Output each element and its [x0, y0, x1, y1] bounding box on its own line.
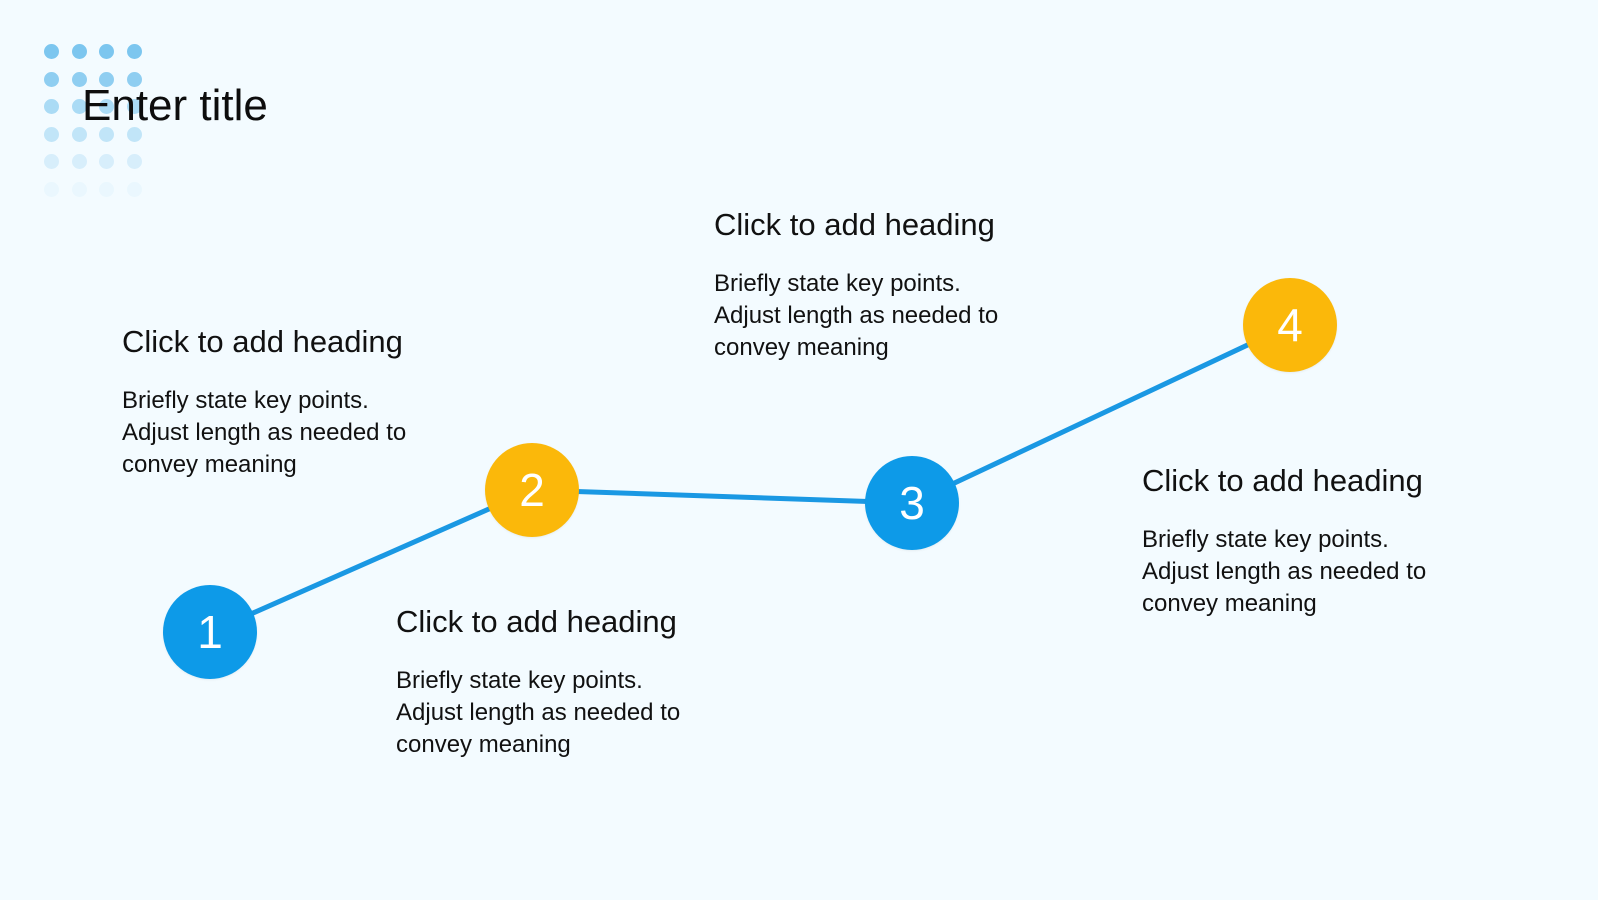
decorative-dot	[126, 44, 142, 59]
step-2-number: 2	[519, 464, 545, 516]
decorative-dot	[99, 44, 114, 59]
decorative-dot	[126, 71, 142, 87]
step-2-body[interactable]: Briefly state key points. Adjust length …	[396, 667, 681, 758]
step-1-text-block: Click to add heading Briefly state key p…	[122, 323, 482, 481]
step-1-circle: 1	[163, 585, 257, 679]
decorative-dot	[99, 181, 114, 197]
decorative-dot	[44, 44, 59, 59]
step-2-heading[interactable]: Click to add heading	[396, 604, 677, 639]
step-3-heading[interactable]: Click to add heading	[714, 207, 995, 242]
decorative-dot	[126, 154, 142, 169]
decorative-dot	[71, 181, 87, 197]
decorative-dot	[44, 154, 59, 169]
step-4-number: 4	[1277, 299, 1303, 351]
step-1-body[interactable]: Briefly state key points. Adjust length …	[122, 387, 407, 478]
decorative-dot	[71, 71, 87, 87]
decorative-dot	[44, 71, 59, 87]
decorative-dot	[71, 126, 87, 142]
decorative-dot	[71, 99, 87, 114]
decorative-dot	[44, 126, 59, 142]
decorative-dot	[126, 99, 142, 114]
step-3-body[interactable]: Briefly state key points. Adjust length …	[714, 270, 999, 361]
decorative-dot	[99, 154, 114, 169]
step-3-circle: 3	[865, 456, 959, 550]
step-3-text-block: Click to add heading Briefly state key p…	[714, 206, 1074, 364]
decorative-dot	[44, 181, 59, 197]
decorative-dot	[99, 99, 114, 114]
step-4-text-block: Click to add heading Briefly state key p…	[1142, 462, 1502, 620]
step-4-heading[interactable]: Click to add heading	[1142, 463, 1423, 498]
decorative-dot	[71, 44, 87, 59]
decorative-dot	[126, 126, 142, 142]
step-2-text-block: Click to add heading Briefly state key p…	[396, 603, 756, 761]
decorative-dot-pattern	[44, 44, 154, 197]
decorative-dot	[71, 154, 87, 169]
decorative-dot	[99, 126, 114, 142]
step-4-circle: 4	[1243, 278, 1337, 372]
step-3-number: 3	[899, 477, 925, 529]
step-1-heading[interactable]: Click to add heading	[122, 324, 403, 359]
slide-title[interactable]: Enter title	[82, 81, 268, 130]
decorative-dot	[99, 71, 114, 87]
connector-line-1-2	[207, 487, 535, 635]
decorative-dot	[126, 181, 142, 197]
step-4-body[interactable]: Briefly state key points. Adjust length …	[1142, 526, 1427, 617]
connector-line-3-4	[909, 322, 1293, 506]
connector-line-2-3	[529, 487, 915, 506]
step-2-circle: 2	[485, 443, 579, 537]
decorative-dot	[44, 99, 59, 114]
step-1-number: 1	[197, 606, 223, 658]
